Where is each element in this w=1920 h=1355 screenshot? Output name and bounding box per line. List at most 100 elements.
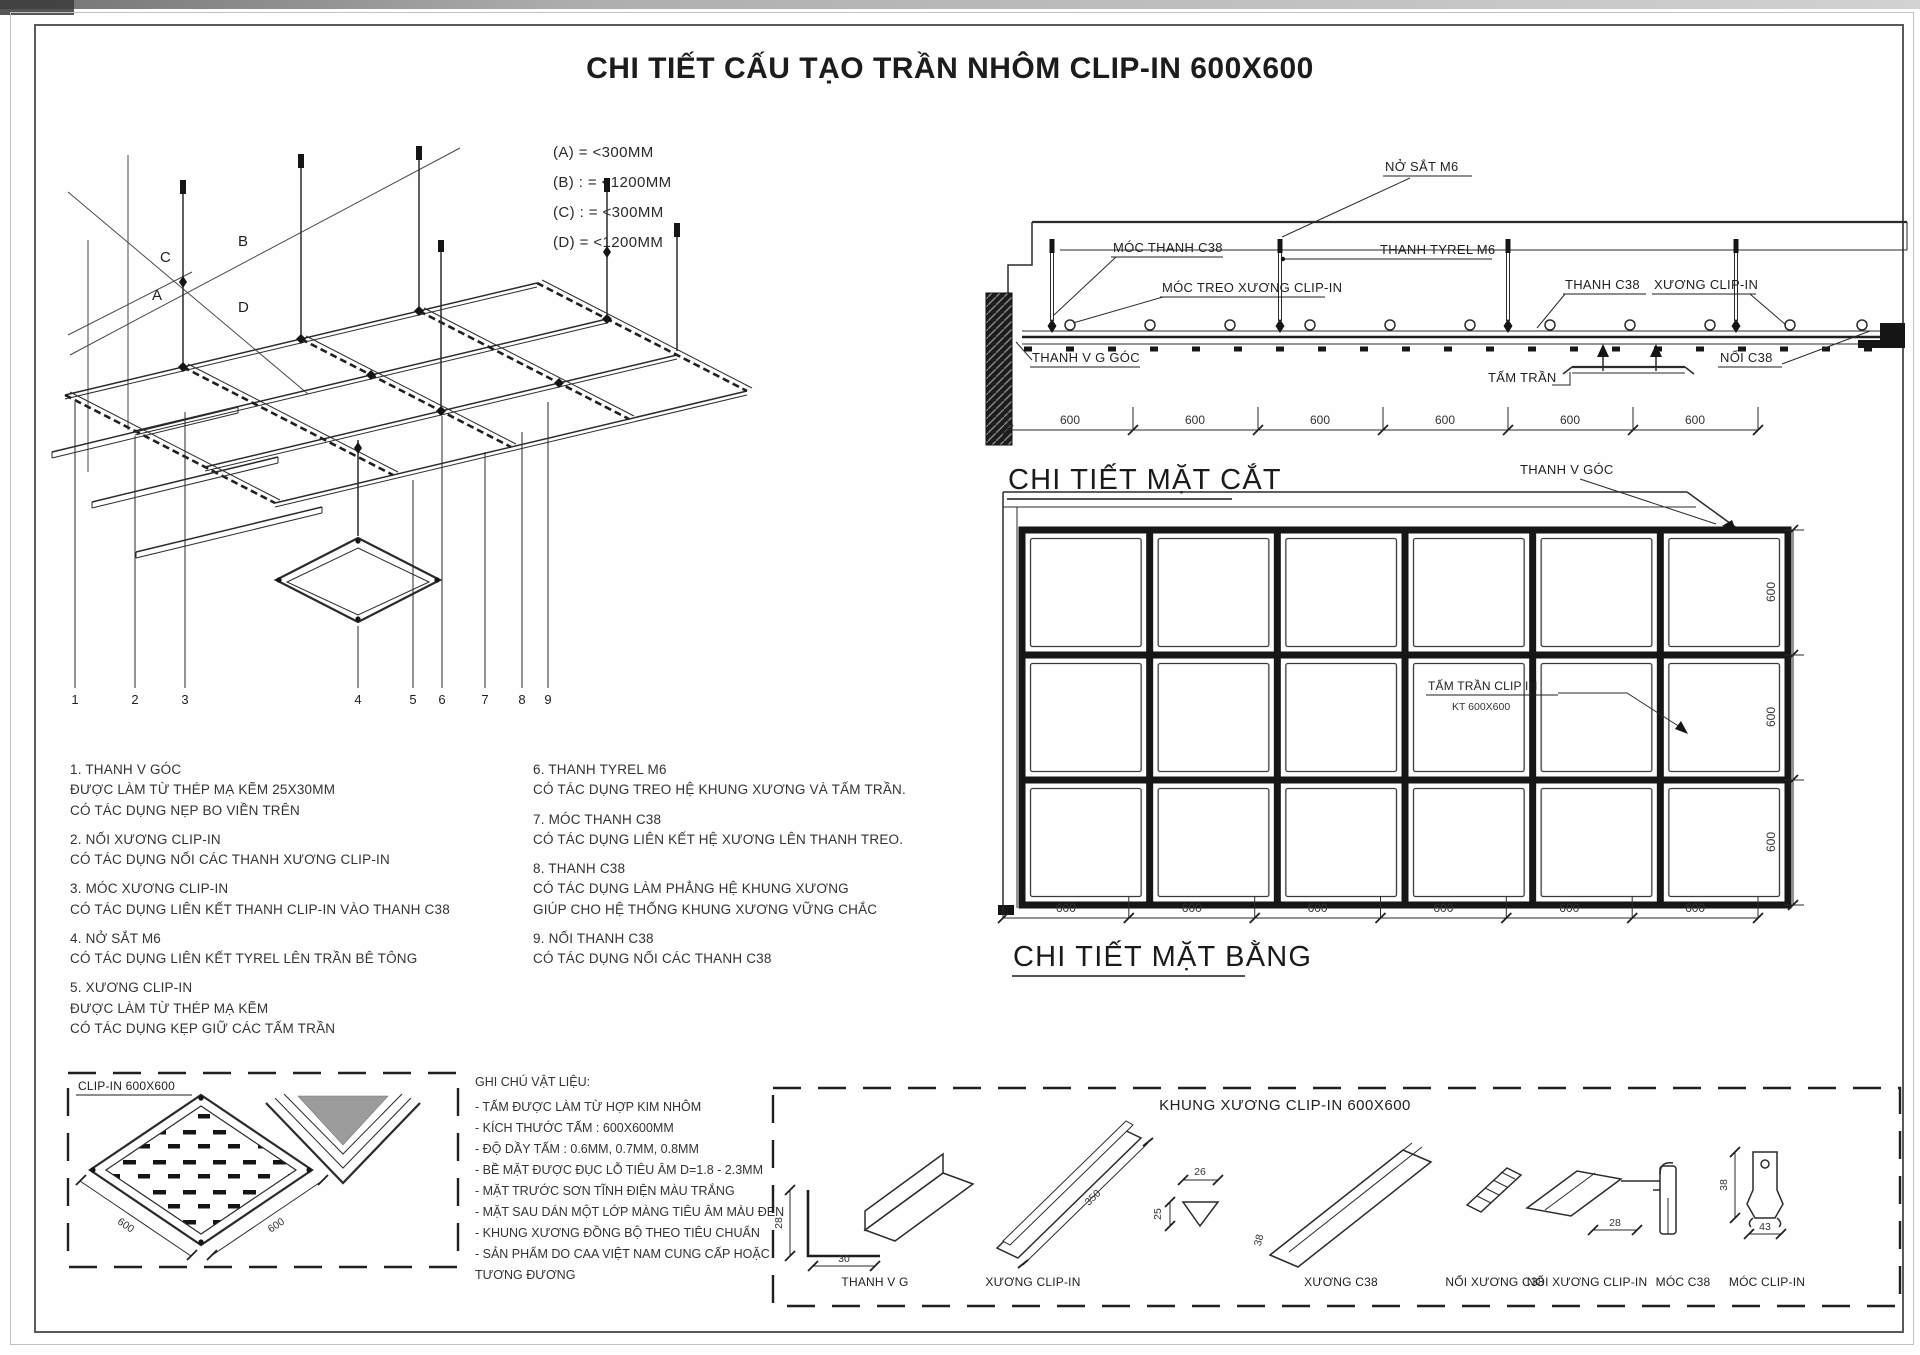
- spacing-notes: (A) = <300MM (B) : = <1200MM (C) : = <30…: [553, 138, 672, 258]
- component-moc-c38: MÓC C38: [1656, 1161, 1710, 1289]
- component-clipin-profile: 26 25: [1152, 1166, 1224, 1232]
- label-tam-tran: TẤM TRẦN: [1488, 370, 1557, 385]
- iso-callout-numbers: 1 2 3 4 5 6 7 8 9: [71, 692, 551, 707]
- iso-letter-a: A: [152, 287, 162, 304]
- frame-components-box: KHUNG XƯƠNG CLIP-IN 600X600 28 30 THANH …: [765, 1078, 1910, 1318]
- plan-right-dims: 600 600 600: [1764, 524, 1804, 911]
- section-panel-piece: [1562, 344, 1695, 375]
- note-9: 9. NỐI THANH C38 CÓ TÁC DỤNG NỐI CÁC THA…: [533, 930, 772, 966]
- label-moc-treo-xuong-clipin: MÓC TREO XƯƠNG CLIP-IN: [1162, 280, 1342, 295]
- spacing-c: (C) : = <300MM: [553, 204, 664, 221]
- section-dim: 600: [1185, 413, 1205, 427]
- callout-6: 6: [438, 692, 445, 707]
- plan-bottom-dims: 600 600 600 600 600 600: [997, 896, 1764, 924]
- plan-right-dim: 600: [1764, 832, 1778, 852]
- section-ceiling-lines: [1022, 330, 1880, 352]
- note-6: 6. THANH TYREL M6 CÓ TÁC DỤNG TREO HỆ KH…: [533, 762, 906, 798]
- section-dim: 600: [1060, 413, 1080, 427]
- iso-callout-leaders: [74, 402, 549, 688]
- callout-5: 5: [409, 692, 416, 707]
- label-thanh-v-g-goc: THANH V G GÓC: [1032, 350, 1140, 365]
- iso-dimension-lines: [67, 147, 461, 472]
- scan-artifact-band: [0, 0, 1920, 9]
- spacing-b: (B) : = <1200MM: [553, 174, 672, 191]
- scan-artifact-corner: [0, 0, 74, 15]
- iso-clipin-bars: [64, 279, 753, 505]
- label-noi-xuong-c38: NỐI XƯƠNG C38: [1445, 1274, 1544, 1289]
- dim-noi-clipin-w: 28: [1609, 1217, 1621, 1229]
- label-noi-c38: NỐI C38: [1720, 350, 1773, 365]
- iso-edge-rails: [51, 406, 323, 559]
- section-dim-row: 600 600 600 600 600 600: [1002, 407, 1764, 436]
- component-noi-xuong-clipin: 28 NỐI XƯƠNG CLIP-IN: [1525, 1170, 1662, 1289]
- dim-moc-clipin-h: 38: [1718, 1179, 1730, 1191]
- component-xuong-clipin: 350 XƯƠNG CLIP-IN: [985, 1120, 1154, 1289]
- note-3: 3. MÓC XƯƠNG CLIP-IN CÓ TÁC DỤNG LIÊN KẾ…: [70, 881, 450, 917]
- section-hanger-rods: [1047, 239, 1741, 333]
- component-notes-right: 6. THANH TYREL M6 CÓ TÁC DỤNG TREO HỆ KH…: [533, 760, 993, 978]
- panel-box-border: [66, 1071, 460, 1269]
- plan-grid-cells: [1022, 530, 1788, 905]
- panel-box-label: CLIP-IN 600X600: [78, 1079, 175, 1093]
- section-slab: [1007, 220, 1908, 293]
- note-2: 2. NỐI XƯƠNG CLIP-IN CÓ TÁC DỤNG NỐI CÁC…: [70, 831, 390, 867]
- label-noi-xuong-clipin: NỐI XƯƠNG CLIP-IN: [1527, 1274, 1648, 1289]
- plan-detail: THANH V GÓC TẤM TRẦN CLIP IN KT 600X600: [980, 450, 1920, 995]
- note-5: 5. XƯƠNG CLIP-IN ĐƯỢC LÀM TỪ THÉP MẠ KẼM…: [70, 980, 336, 1036]
- drawing-title: CHI TIẾT CẤU TẠO TRẦN NHÔM CLIP-IN 600X6…: [586, 52, 1314, 85]
- up-arrow-icon: [1650, 344, 1662, 371]
- panel-edge-dim-left: 600: [115, 1216, 136, 1236]
- label-kt-600x600: KT 600X600: [1452, 701, 1510, 713]
- dim-clipin-h: 25: [1152, 1208, 1164, 1220]
- frame-box-border: [771, 1086, 1902, 1308]
- section-dim: 600: [1685, 413, 1705, 427]
- note-7: 7. MÓC THANH C38 CÓ TÁC DỤNG LIÊN KẾT HỆ…: [533, 811, 904, 847]
- label-xuong-clipin: XƯƠNG CLIP-IN: [985, 1275, 1080, 1289]
- plan-right-dim: 600: [1764, 707, 1778, 727]
- note-4: 4. NỞ SẮT M6 CÓ TÁC DỤNG LIÊN KẾT TYREL …: [70, 930, 418, 966]
- spacing-a: (A) = <300MM: [553, 144, 654, 161]
- label-moc-clipin: MÓC CLIP-IN: [1729, 1274, 1805, 1289]
- plan-grid-border: [1018, 526, 1792, 909]
- iso-drop-panel: [273, 440, 443, 624]
- corner-trim-drawing: [265, 1093, 421, 1185]
- plan-bottom-dim: 600: [1685, 901, 1705, 915]
- iso-hanger-rods: [179, 146, 680, 407]
- section-detail: NỞ SẮT M6 MÓC THANH C38 THANH TYREL M6 M…: [980, 145, 1910, 515]
- plan-bottom-dim: 600: [1056, 901, 1076, 915]
- isometric-view: C A B D: [40, 100, 760, 720]
- iso-clip-nodes: [178, 306, 612, 416]
- dim-thanh-v-g-h: 28: [773, 1217, 785, 1229]
- label-moc-thanh-c38: MÓC THANH C38: [1113, 240, 1223, 255]
- iso-letter-d: D: [238, 299, 249, 316]
- callout-8: 8: [518, 692, 525, 707]
- section-right-corner: [1858, 323, 1905, 348]
- section-heading: CHI TIẾT MẶT CẮT: [1008, 462, 1282, 496]
- panel-sample-box: CLIP-IN 600X600 600 600: [60, 1065, 470, 1275]
- iso-main-runners: [64, 282, 748, 508]
- component-thanh-v-g: 28 30 THANH V G: [773, 1152, 975, 1289]
- label-thanh-c38: THANH C38: [1565, 277, 1640, 292]
- plan-bottom-dim: 600: [1559, 901, 1579, 915]
- material-notes: GHI CHÚ VẬT LIỆU: - TẤM ĐƯỢC LÀM TỪ HỢP …: [475, 1072, 815, 1286]
- component-moc-clipin: 38 43 MÓC CLIP-IN: [1718, 1146, 1805, 1289]
- callout-2: 2: [131, 692, 138, 707]
- callout-1: 1: [71, 692, 78, 707]
- label-thanh-tyrel-m6: THANH TYREL M6: [1380, 242, 1495, 257]
- component-noi-xuong-c38: NỐI XƯƠNG C38: [1445, 1167, 1544, 1289]
- spacing-d: (D) = <1200MM: [553, 234, 664, 251]
- plan-right-dim: 600: [1764, 582, 1778, 602]
- note-8: 8. THANH C38 CÓ TÁC DỤNG LÀM PHẲNG HỆ KH…: [533, 861, 878, 917]
- callout-9: 9: [544, 692, 551, 707]
- plan-bottom-dim: 600: [1182, 901, 1202, 915]
- section-dim: 600: [1560, 413, 1580, 427]
- component-notes-left: 1. THANH V GÓC ĐƯỢC LÀM TỪ THÉP MẠ KẼM 2…: [70, 760, 510, 1048]
- label-tam-tran-clipin: TẤM TRẦN CLIP IN: [1428, 678, 1537, 693]
- iso-letter-b: B: [238, 233, 248, 250]
- panel-edge-dim-right: 600: [266, 1216, 287, 1236]
- label-xuong-c38: XƯƠNG C38: [1304, 1275, 1378, 1289]
- clipin-panel-drawing: 600 600: [75, 1093, 329, 1261]
- iso-letter-c: C: [160, 249, 171, 266]
- label-xuong-clipin: XƯƠNG CLIP-IN: [1654, 277, 1758, 292]
